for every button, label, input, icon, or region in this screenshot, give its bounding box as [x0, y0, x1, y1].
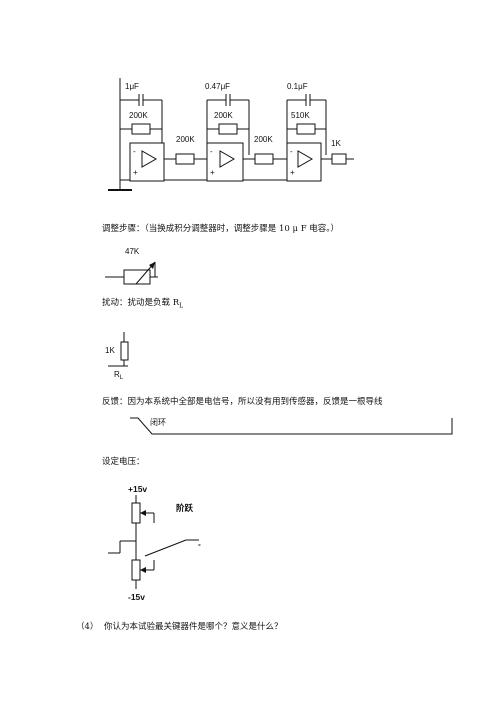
set-voltage-text: 设定电压： — [102, 457, 145, 467]
lower-potentiometer — [131, 559, 141, 581]
svg-text:+: + — [133, 168, 138, 177]
step-switch-label: 阶跃 — [176, 503, 194, 513]
question-number: （4） — [76, 622, 99, 632]
svg-text:-: - — [133, 147, 136, 156]
closed-loop-label: 闭环 — [150, 418, 166, 427]
opamp-2-symbol — [219, 150, 236, 168]
feedback-wire-figure: 闭环 — [130, 417, 453, 435]
feedback-resistor-1 — [131, 123, 151, 135]
capacitor-1-label: 1μF — [125, 82, 139, 91]
svg-text:+: + — [290, 168, 295, 177]
output-resistor — [331, 153, 347, 165]
step-minus-mark: - — [198, 539, 201, 549]
question-text: 你认为本试验最关键器件是哪个？意义是什么？ — [104, 622, 283, 632]
opamp-1-symbol — [141, 150, 158, 168]
disturbance-text: 扰动：扰动是负载 RL — [102, 298, 184, 310]
capacitor-2-label: 0.47μF — [205, 82, 230, 91]
output-resistor-label: 1K — [331, 139, 341, 148]
opamp-chain-circuit: 1μF 200K - + 200K 0.47μF 200K - + — [108, 78, 354, 191]
load-resistor-figure: 1K RL — [105, 332, 129, 381]
svg-text:-: - — [290, 147, 293, 156]
svg-text:+: + — [210, 168, 215, 177]
feedback-resistor-2-label: 200K — [214, 111, 233, 120]
potentiometer-figure: 47K — [105, 247, 158, 285]
opamp-1-body — [129, 142, 165, 182]
capacitor-3-label: 0.1μF — [287, 82, 308, 91]
plus-15v-label: +15v — [128, 484, 147, 494]
input-resistor-3-label: 200K — [254, 135, 273, 144]
voltage-setter-figure: +15v -15v 阶跃 - — [108, 484, 201, 602]
upper-potentiometer — [131, 502, 141, 524]
opamp-3-symbol — [297, 150, 314, 168]
input-resistor-2-label: 200K — [176, 135, 195, 144]
load-resistor-value: 1K — [105, 346, 115, 355]
opamp-3-body — [286, 142, 322, 182]
load-resistor-label: RL — [114, 370, 124, 381]
opamp-2-body — [206, 142, 244, 182]
minus-15v-label: -15v — [128, 592, 145, 602]
feedback-text: 反馈：因为本系统中全部是电信号，所以没有用到传感器，反馈是一根导线 — [102, 397, 383, 407]
adjust-steps-text: 调整步骤：（当换成积分调整器时，调整步骤是 10 μ F 电容。） — [102, 224, 340, 234]
feedback-resistor-1-label: 200K — [129, 111, 148, 120]
feedback-resistor-2 — [218, 123, 238, 135]
potentiometer-value: 47K — [125, 247, 140, 256]
svg-text:-: - — [210, 147, 213, 156]
feedback-resistor-3 — [296, 123, 316, 135]
input-resistor-2 — [175, 153, 195, 165]
feedback-resistor-3-label: 510K — [291, 111, 310, 120]
input-resistor-3 — [254, 153, 274, 165]
load-resistor — [120, 341, 129, 361]
